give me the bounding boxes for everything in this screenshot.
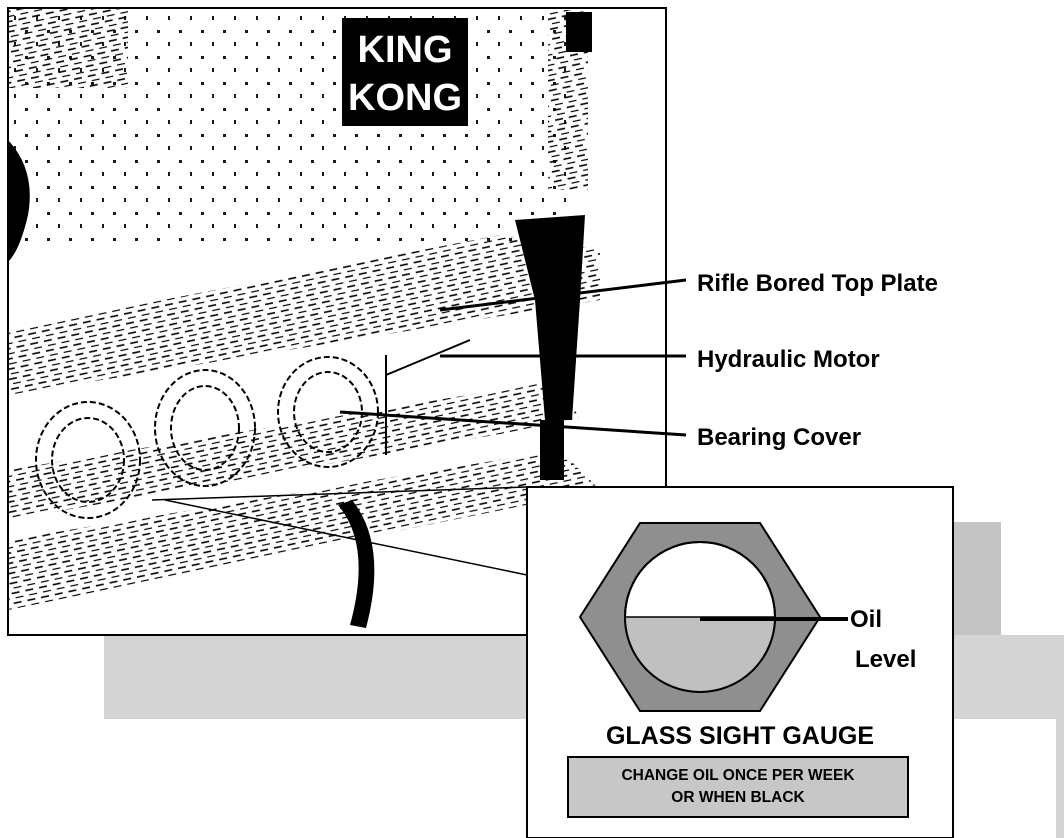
note-line-1: CHANGE OIL ONCE PER WEEK xyxy=(621,767,855,784)
equipment-photo: KING KONG xyxy=(8,8,666,635)
label-hydraulic-motor: Hydraulic Motor xyxy=(697,346,880,373)
label-oil: Oil xyxy=(850,606,883,633)
nameplate-line-1: KING xyxy=(358,29,453,71)
inset-pointer-bottom xyxy=(164,499,528,576)
label-rifle-bored-top-plate: Rifle Bored Top Plate xyxy=(697,270,938,297)
gray-band-vertical-right xyxy=(1056,719,1064,838)
label-level: Level xyxy=(855,646,917,673)
gauge-title: GLASS SIGHT GAUGE xyxy=(605,722,875,750)
inset-pointer-top xyxy=(151,486,528,501)
nameplate-line-2: KONG xyxy=(348,77,462,119)
label-bearing-cover: Bearing Cover xyxy=(697,424,862,451)
nameplate: KING KONG xyxy=(342,18,468,126)
maintenance-note: CHANGE OIL ONCE PER WEEK OR WHEN BLACK xyxy=(567,756,909,818)
photo-frame xyxy=(7,7,667,636)
note-line-2: OR WHEN BLACK xyxy=(671,789,805,806)
leader-top-plate xyxy=(439,278,687,312)
gray-band-right-tab xyxy=(945,522,1001,635)
leader-bearing xyxy=(339,410,687,437)
